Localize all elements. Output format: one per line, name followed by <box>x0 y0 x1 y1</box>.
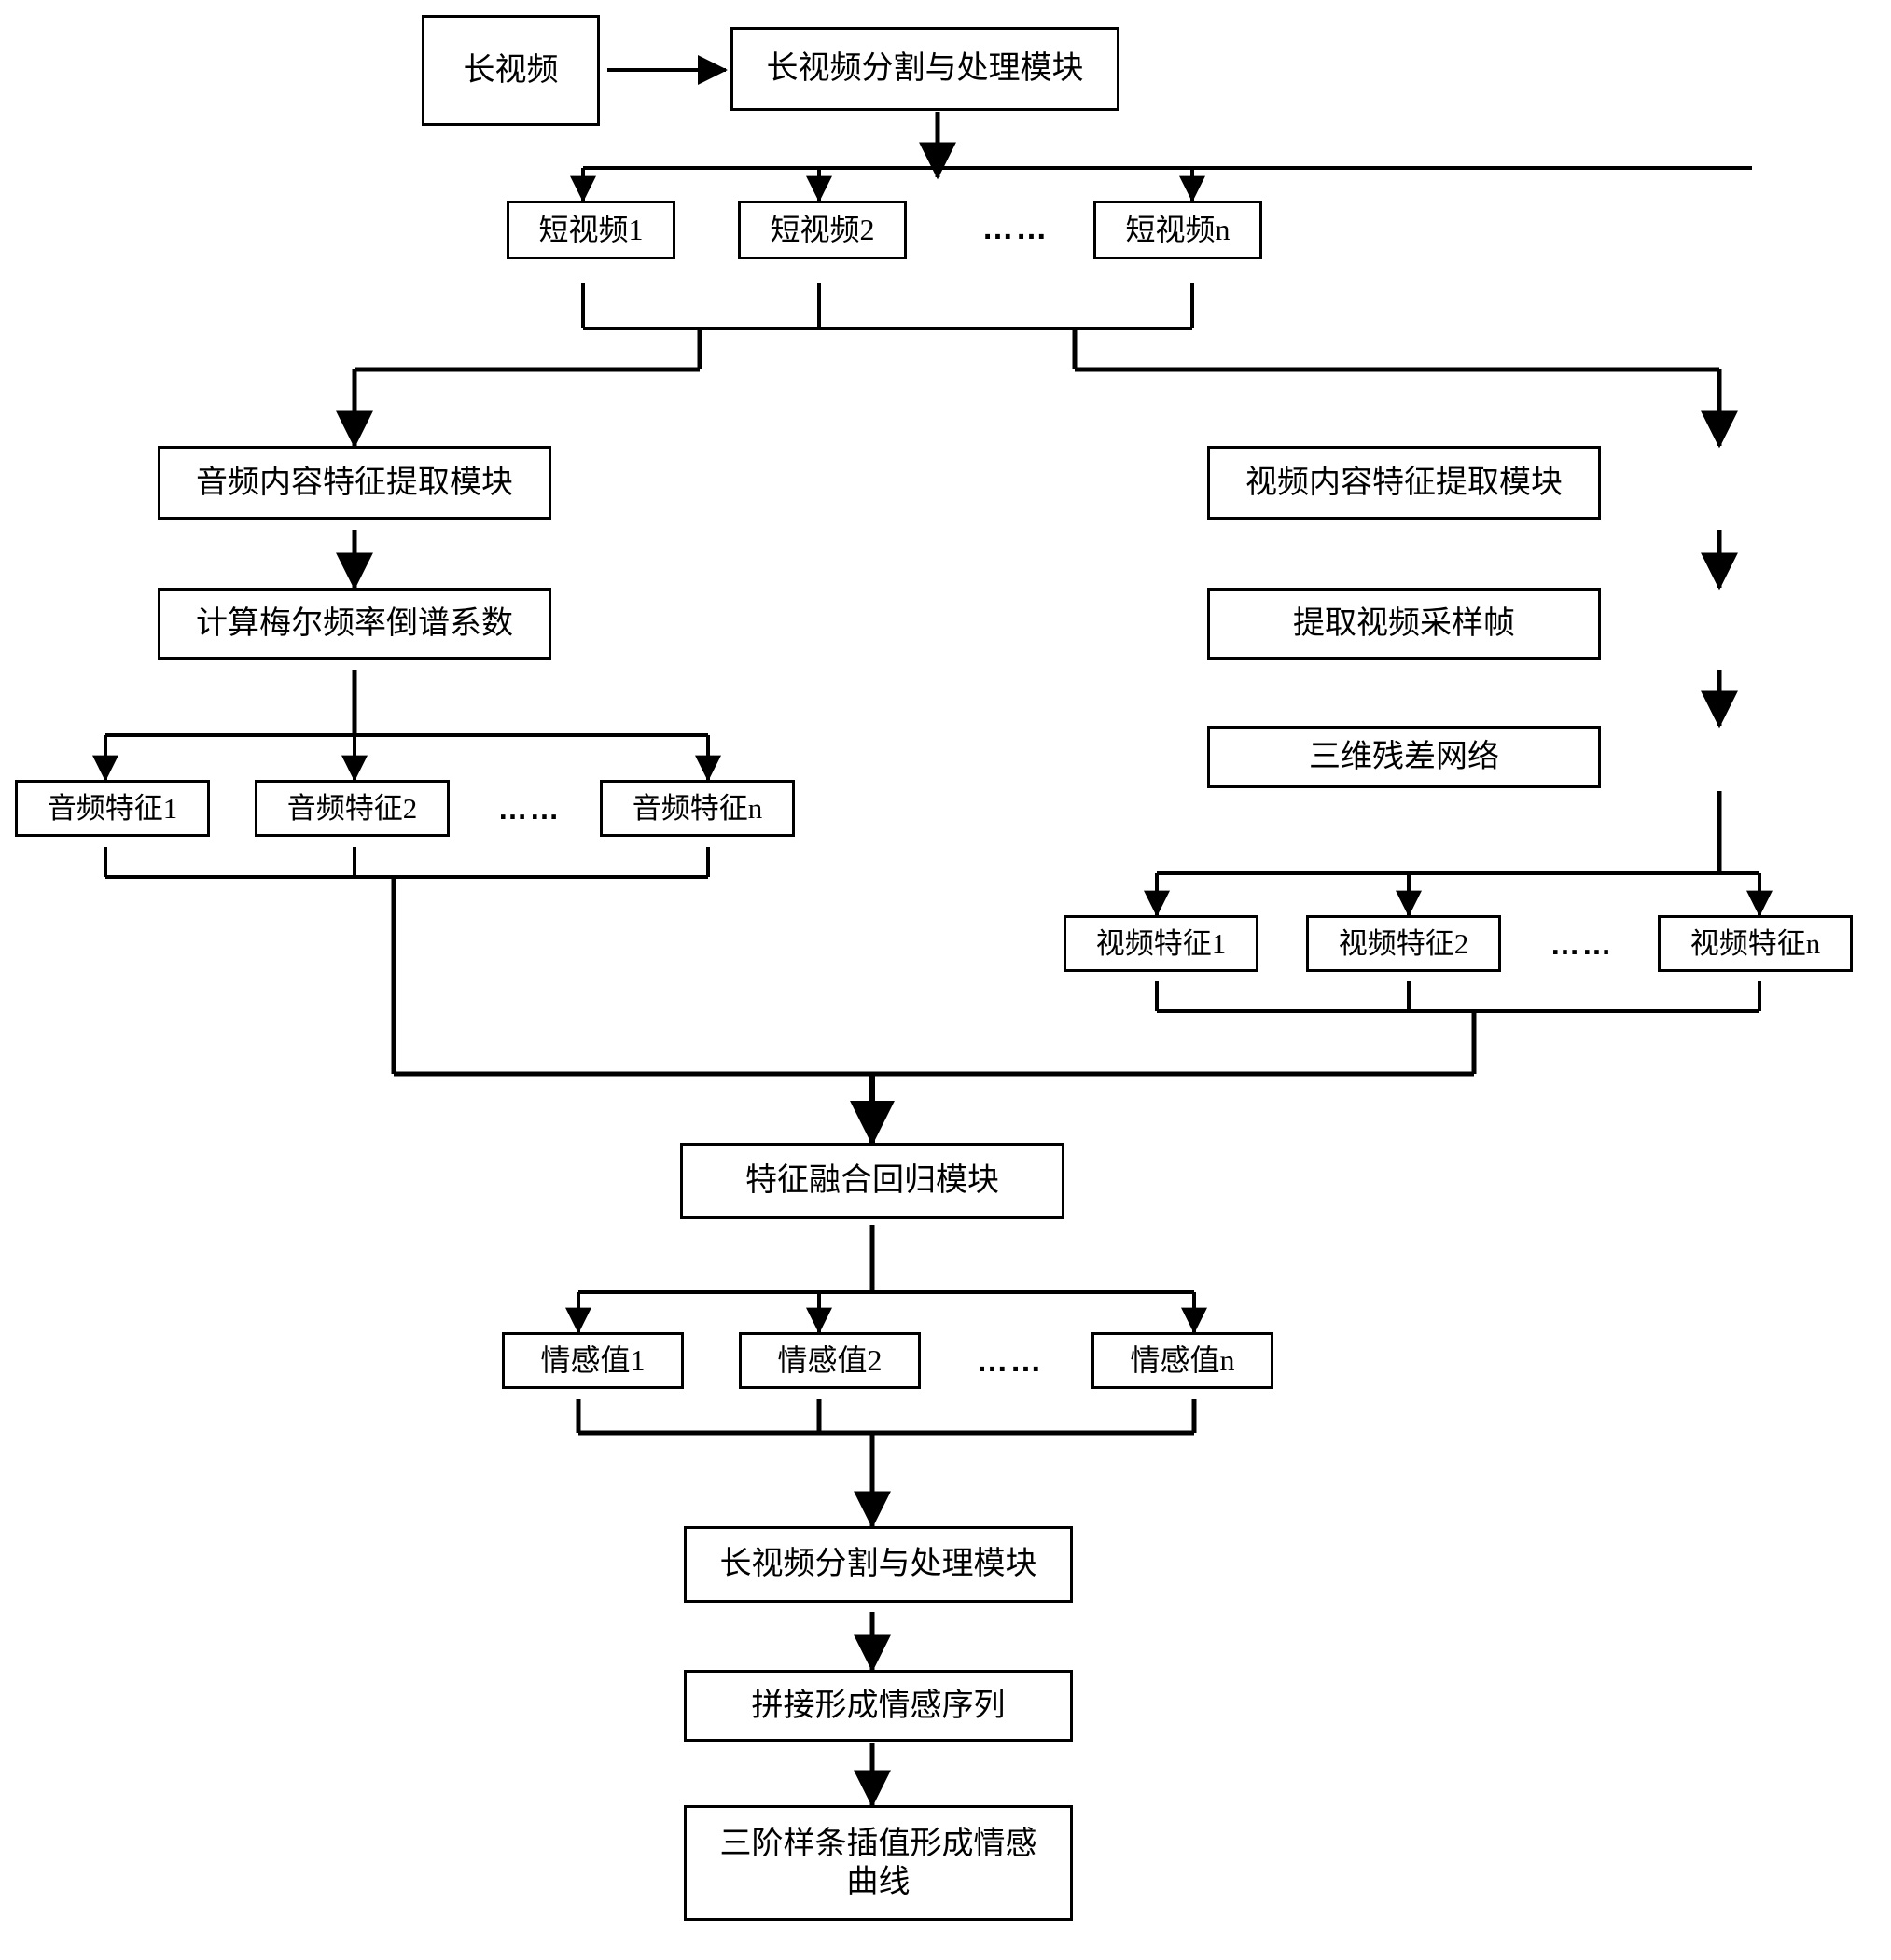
node-video-feature-n[interactable]: 视频特征n <box>1658 915 1853 972</box>
node-emotion-value-2[interactable]: 情感值2 <box>739 1332 921 1389</box>
node-video-feature-module[interactable]: 视频内容特征提取模块 <box>1207 446 1601 520</box>
node-video-feature-1-label: 视频特征1 <box>1095 926 1227 960</box>
node-video-feature-n-label: 视频特征n <box>1689 926 1821 960</box>
ellipsis-short-video: …… <box>981 210 1050 246</box>
node-audio-feature-1[interactable]: 音频特征1 <box>15 780 210 837</box>
node-resnet-3d-label: 三维残差网络 <box>1309 739 1499 774</box>
node-emotion-value-n-label: 情感值n <box>1130 1342 1235 1377</box>
node-video-feature-1[interactable]: 视频特征1 <box>1064 915 1258 972</box>
node-short-video-1-label: 短视频1 <box>538 212 644 246</box>
node-concat-sequence[interactable]: 拼接形成情感序列 <box>684 1670 1073 1742</box>
node-audio-feature-2-label: 音频特征2 <box>286 791 418 825</box>
node-split-module-top-label: 长视频分割与处理模块 <box>766 51 1084 87</box>
node-short-video-n[interactable]: 短视频n <box>1093 201 1262 259</box>
node-emotion-value-2-label: 情感值2 <box>777 1342 883 1377</box>
node-extract-frames[interactable]: 提取视频采样帧 <box>1207 588 1601 660</box>
node-emotion-value-n[interactable]: 情感值n <box>1091 1332 1273 1389</box>
node-fusion-module-label: 特征融合回归模块 <box>745 1163 999 1199</box>
node-emotion-value-1-label: 情感值1 <box>540 1342 646 1377</box>
ellipsis-video-feature: …… <box>1550 926 1614 961</box>
node-video-feature-module-label: 视频内容特征提取模块 <box>1245 465 1563 500</box>
node-extract-frames-label: 提取视频采样帧 <box>1293 605 1515 641</box>
node-fusion-module[interactable]: 特征融合回归模块 <box>680 1143 1064 1219</box>
node-video-feature-2[interactable]: 视频特征2 <box>1306 915 1501 972</box>
node-short-video-2[interactable]: 短视频2 <box>738 201 907 259</box>
node-short-video-1[interactable]: 短视频1 <box>507 201 675 259</box>
node-long-video[interactable]: 长视频 <box>422 15 600 126</box>
node-short-video-2-label: 短视频2 <box>770 212 875 246</box>
ellipsis-audio-feature: …… <box>497 791 562 826</box>
ellipsis-emotion-value: …… <box>976 1342 1044 1379</box>
node-video-feature-2-label: 视频特征2 <box>1338 926 1469 960</box>
node-concat-sequence-label: 拼接形成情感序列 <box>751 1688 1006 1723</box>
node-long-video-label: 长视频 <box>463 52 559 88</box>
node-split-module-bottom[interactable]: 长视频分割与处理模块 <box>684 1526 1073 1603</box>
node-split-module-bottom-label: 长视频分割与处理模块 <box>719 1547 1037 1582</box>
node-emotion-value-1[interactable]: 情感值1 <box>502 1332 684 1389</box>
node-resnet-3d[interactable]: 三维残差网络 <box>1207 726 1601 788</box>
node-audio-feature-n-label: 音频特征n <box>632 791 763 825</box>
node-audio-feature-2[interactable]: 音频特征2 <box>255 780 450 837</box>
node-audio-feature-module-label: 音频内容特征提取模块 <box>196 465 513 500</box>
node-mfcc-label: 计算梅尔频率倒谱系数 <box>196 605 513 641</box>
node-split-module-top[interactable]: 长视频分割与处理模块 <box>730 27 1119 111</box>
node-spline-curve[interactable]: 三阶样条插值形成情感 曲线 <box>684 1805 1073 1921</box>
node-audio-feature-n[interactable]: 音频特征n <box>600 780 795 837</box>
node-audio-feature-1-label: 音频特征1 <box>47 791 178 825</box>
node-audio-feature-module[interactable]: 音频内容特征提取模块 <box>158 446 551 520</box>
node-mfcc[interactable]: 计算梅尔频率倒谱系数 <box>158 588 551 660</box>
node-spline-curve-label: 三阶样条插值形成情感 曲线 <box>719 1826 1037 1899</box>
node-short-video-n-label: 短视频n <box>1125 212 1231 246</box>
